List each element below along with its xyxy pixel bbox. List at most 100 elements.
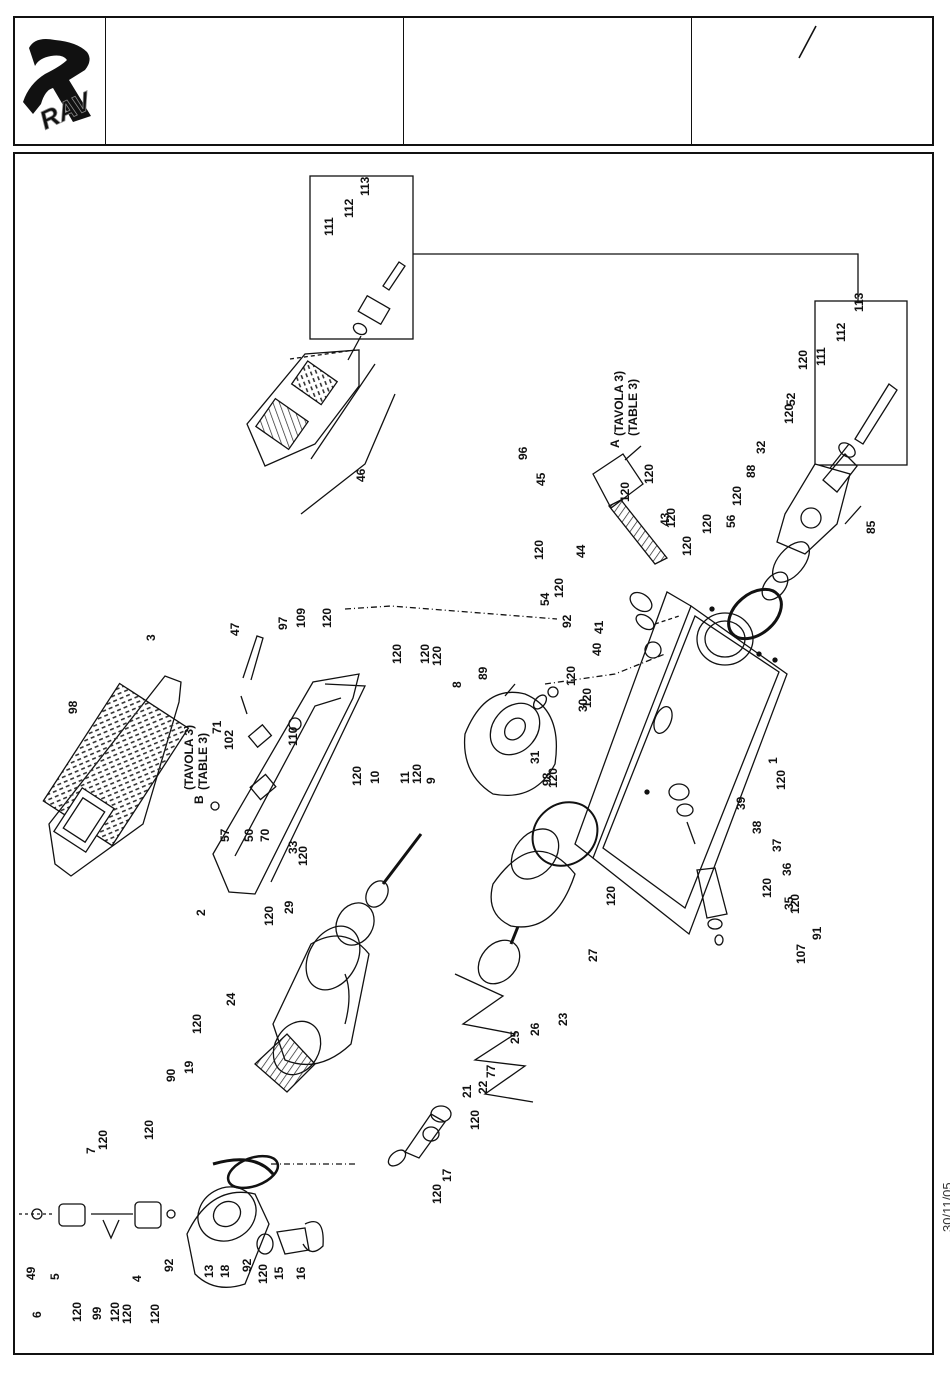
part-callout-120: 120 <box>96 1130 110 1150</box>
part-callout-92: 92 <box>240 1258 254 1272</box>
svg-text:(TAVOLA 3): (TAVOLA 3) <box>182 725 196 790</box>
part-callout-120: 120 <box>70 1302 84 1322</box>
part-callout-15: 15 <box>272 1266 286 1280</box>
part-callout-120: 120 <box>618 482 632 502</box>
part-callout-11: 11 <box>398 771 412 784</box>
part-callout-36: 36 <box>780 862 794 876</box>
part-callout-90: 90 <box>164 1068 178 1082</box>
part-callout-92: 92 <box>162 1258 176 1272</box>
part-callout-120: 120 <box>256 1264 270 1284</box>
part-callout-120: 120 <box>532 540 546 560</box>
rav-logo: RAV <box>23 39 98 136</box>
part-callout-25: 25 <box>508 1030 522 1044</box>
fitting-group-right <box>814 300 908 473</box>
part-callout-98: 98 <box>540 772 554 786</box>
part-callout-98: 98 <box>66 700 80 714</box>
part-callout-56: 56 <box>724 514 738 528</box>
part-callout-120: 120 <box>148 1304 162 1324</box>
part-callout-24: 24 <box>224 992 238 1006</box>
part-callout-110: 110 <box>286 726 300 746</box>
part-callout-96: 96 <box>516 446 530 460</box>
part-callout-19: 19 <box>182 1060 196 1074</box>
part-callout-102: 102 <box>222 730 236 750</box>
part-callout-57: 57 <box>218 828 232 842</box>
revision-date: 30/11/05 <box>940 1182 950 1232</box>
part-callout-16: 16 <box>294 1266 308 1280</box>
mounting-plate <box>210 635 367 895</box>
title-cell-description <box>105 18 404 144</box>
part-callout-26: 26 <box>528 1022 542 1036</box>
part-callout-7: 7 <box>84 1147 98 1154</box>
part-callout-52: 52 <box>784 392 798 406</box>
part-callout-46: 46 <box>354 468 368 482</box>
part-callout-120: 120 <box>774 770 788 790</box>
logo-cell: RAV <box>15 18 106 144</box>
part-callout-120: 120 <box>730 486 744 506</box>
part-callout-30: 30 <box>576 698 590 712</box>
part-callout-120: 120 <box>782 404 796 424</box>
part-callout-120: 120 <box>320 608 334 628</box>
part-callout-10: 10 <box>368 770 382 784</box>
part-callout-111: 111 <box>814 347 828 366</box>
part-callout-109: 109 <box>294 608 308 628</box>
part-callout-85: 85 <box>864 520 878 534</box>
valve-rod-assembly <box>592 445 680 659</box>
title-cell-model <box>403 18 692 144</box>
part-callout-8: 8 <box>450 681 464 688</box>
part-callout-112: 112 <box>342 198 356 218</box>
part-callout-3: 3 <box>144 634 158 641</box>
part-callout-47: 47 <box>228 622 242 636</box>
part-callout-50: 50 <box>242 828 256 842</box>
part-callout-120: 120 <box>796 350 810 370</box>
svg-text:A: A <box>608 439 622 448</box>
part-callout-33: 33 <box>286 840 300 854</box>
drawing-frame: A (TAVOLA 3) (TABLE 3) B (TAVOLA 3) (TAB… <box>13 152 934 1355</box>
part-callout-31: 31 <box>528 750 542 764</box>
flange-assembly <box>727 453 862 641</box>
table-ref-a: A (TAVOLA 3) (TABLE 3) <box>608 371 640 448</box>
part-callout-120: 120 <box>430 646 444 666</box>
part-callout-97: 97 <box>276 616 290 630</box>
part-callout-120: 120 <box>546 768 560 788</box>
svg-text:B: B <box>192 795 206 804</box>
part-callout-120: 120 <box>418 644 432 664</box>
part-callout-120: 120 <box>680 536 694 556</box>
part-callout-6: 6 <box>30 1311 44 1318</box>
part-callout-35: 35 <box>782 896 796 910</box>
svg-text:(TABLE 3): (TABLE 3) <box>196 733 210 790</box>
part-callout-70: 70 <box>258 828 272 842</box>
part-callout-4: 4 <box>130 1275 144 1282</box>
part-callout-120: 120 <box>350 766 364 786</box>
part-callout-120: 120 <box>468 1110 482 1130</box>
part-callout-120: 120 <box>564 666 578 686</box>
part-callout-113: 113 <box>358 176 372 196</box>
lower-shaft-parts <box>19 1201 176 1240</box>
part-callout-91: 91 <box>810 926 824 940</box>
part-callout-120: 120 <box>120 1304 134 1324</box>
foot-pedal <box>42 675 190 877</box>
svg-text:(TAVOLA 3): (TAVOLA 3) <box>612 371 626 436</box>
part-callout-37: 37 <box>770 838 784 852</box>
part-callout-13: 13 <box>202 1264 216 1278</box>
cylinder-head <box>463 653 666 796</box>
part-callout-111: 111 <box>322 217 336 236</box>
part-callout-43: 43 <box>658 512 672 526</box>
part-callout-92: 92 <box>560 614 574 628</box>
title-cell-revision <box>691 18 932 144</box>
part-callout-107: 107 <box>794 944 808 964</box>
part-callout-120: 120 <box>604 886 618 906</box>
part-callout-38: 38 <box>750 820 764 834</box>
spring-assembly <box>387 801 599 1167</box>
base-frame <box>574 591 788 936</box>
part-callout-112: 112 <box>834 322 848 342</box>
part-callout-120: 120 <box>390 644 404 664</box>
part-callout-49: 49 <box>24 1266 38 1280</box>
part-callout-2: 2 <box>194 909 208 916</box>
part-callout-120: 120 <box>296 846 310 866</box>
part-callout-113: 113 <box>852 292 866 312</box>
part-callout-120: 120 <box>760 878 774 898</box>
part-callout-32: 32 <box>754 440 768 454</box>
part-callout-120: 120 <box>190 1014 204 1034</box>
part-callout-9: 9 <box>424 777 438 784</box>
title-block: RAV <box>13 16 934 146</box>
